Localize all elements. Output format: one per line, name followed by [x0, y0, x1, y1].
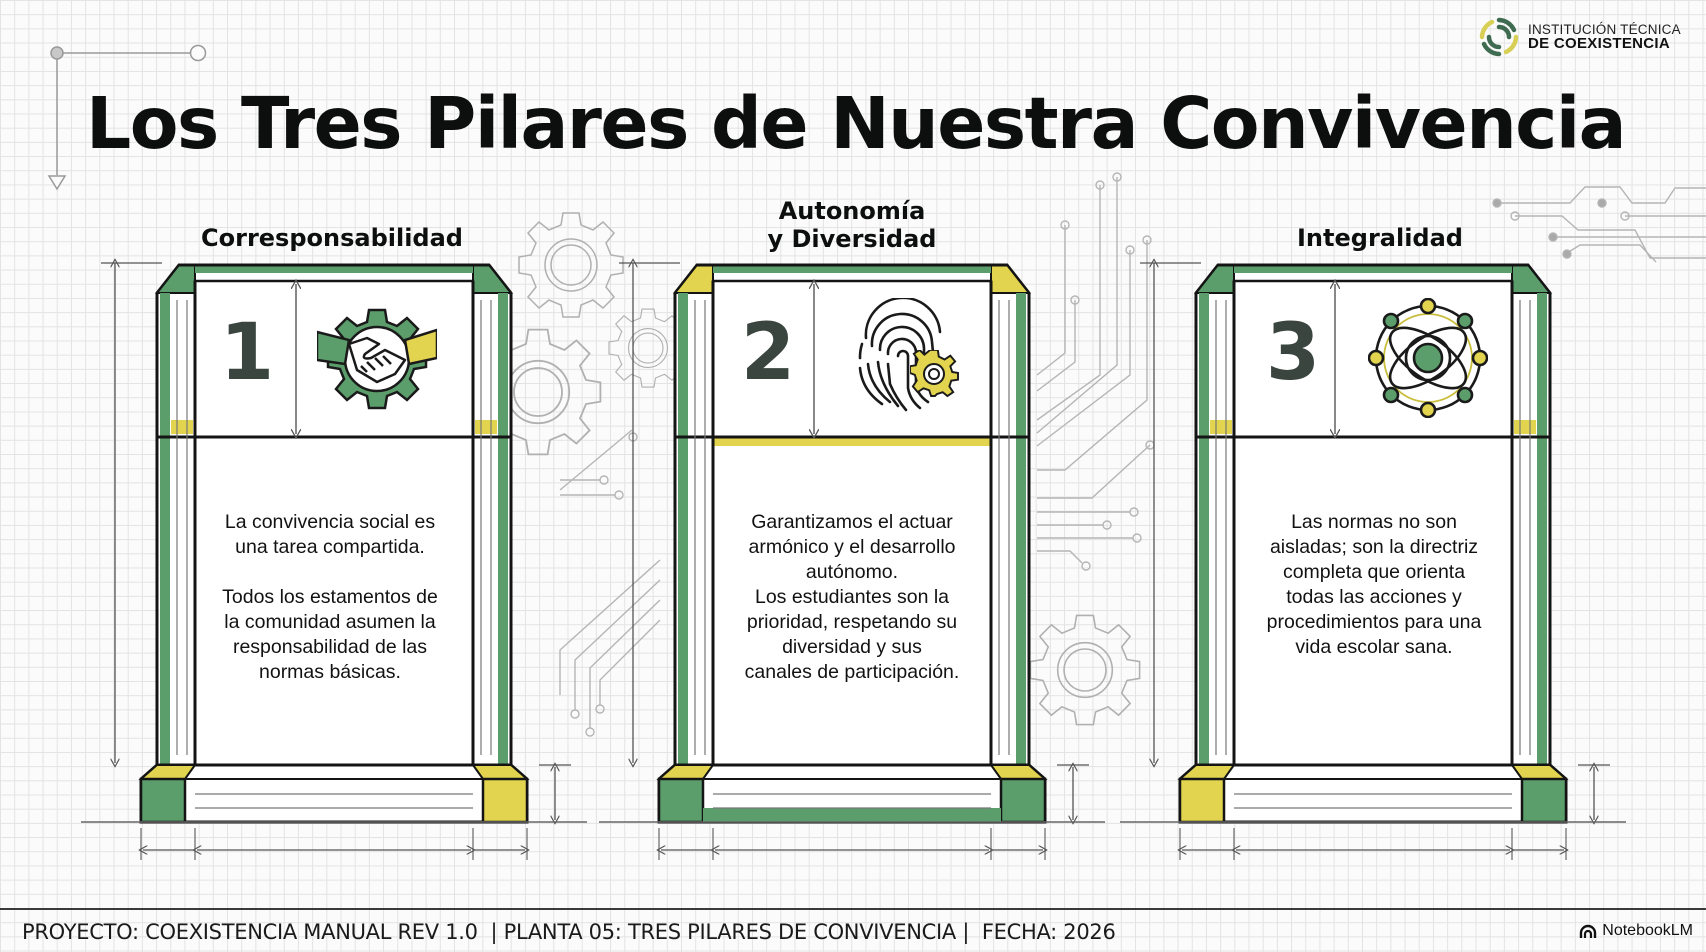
pillar-2-title-line-1: Autonomía: [778, 197, 926, 225]
pillar-1-description: La convivencia social es una tarea compa…: [222, 511, 438, 683]
gear-decoration-icon: [474, 328, 602, 456]
pillar-1-number: 1: [219, 308, 275, 398]
pillar-2-title: Autonomía y Diversidad: [672, 197, 1032, 253]
gear-decoration-icon: [518, 212, 624, 318]
pillar-2-description: Garantizamos el actuar armónico y el des…: [744, 511, 960, 683]
institution-logo: INSTITUCIÓN TÉCNICA DE COEXISTENCIA: [1478, 16, 1681, 58]
pillar-3-number: 3: [1265, 308, 1321, 398]
notebooklm-icon: [1580, 924, 1597, 938]
atom-network-icon: [1367, 297, 1489, 423]
footer-project-info: PROYECTO: COEXISTENCIA MANUAL REV 1.0 | …: [22, 920, 1116, 944]
logo-line-1: INSTITUCIÓN TÉCNICA: [1528, 21, 1681, 37]
notebooklm-brand: NotebookLM: [1579, 922, 1693, 940]
pillar-2-number: 2: [740, 308, 796, 398]
gear-decoration-icon: [1029, 614, 1141, 726]
brand-label: NotebookLM: [1602, 922, 1693, 939]
pillar-1-title: Corresponsabilidad: [201, 224, 463, 252]
logo-line-2: DE COEXISTENCIA: [1528, 35, 1671, 53]
page-title: Los Tres Pilares de Nuestra Convivencia: [86, 82, 1627, 165]
pillar-3-description: Las normas no son aisladas; son la direc…: [1266, 511, 1482, 658]
handshake-gear-icon: [315, 302, 439, 427]
fingerprint-gear-icon: [852, 296, 962, 423]
pillar-3-title: Integralidad: [1297, 224, 1463, 252]
pillar-2-title-line-2: y Diversidad: [767, 225, 937, 253]
footer-divider: [0, 908, 1706, 910]
swirl-logo-icon: [1479, 17, 1519, 57]
gear-decoration-icon: [608, 308, 688, 388]
